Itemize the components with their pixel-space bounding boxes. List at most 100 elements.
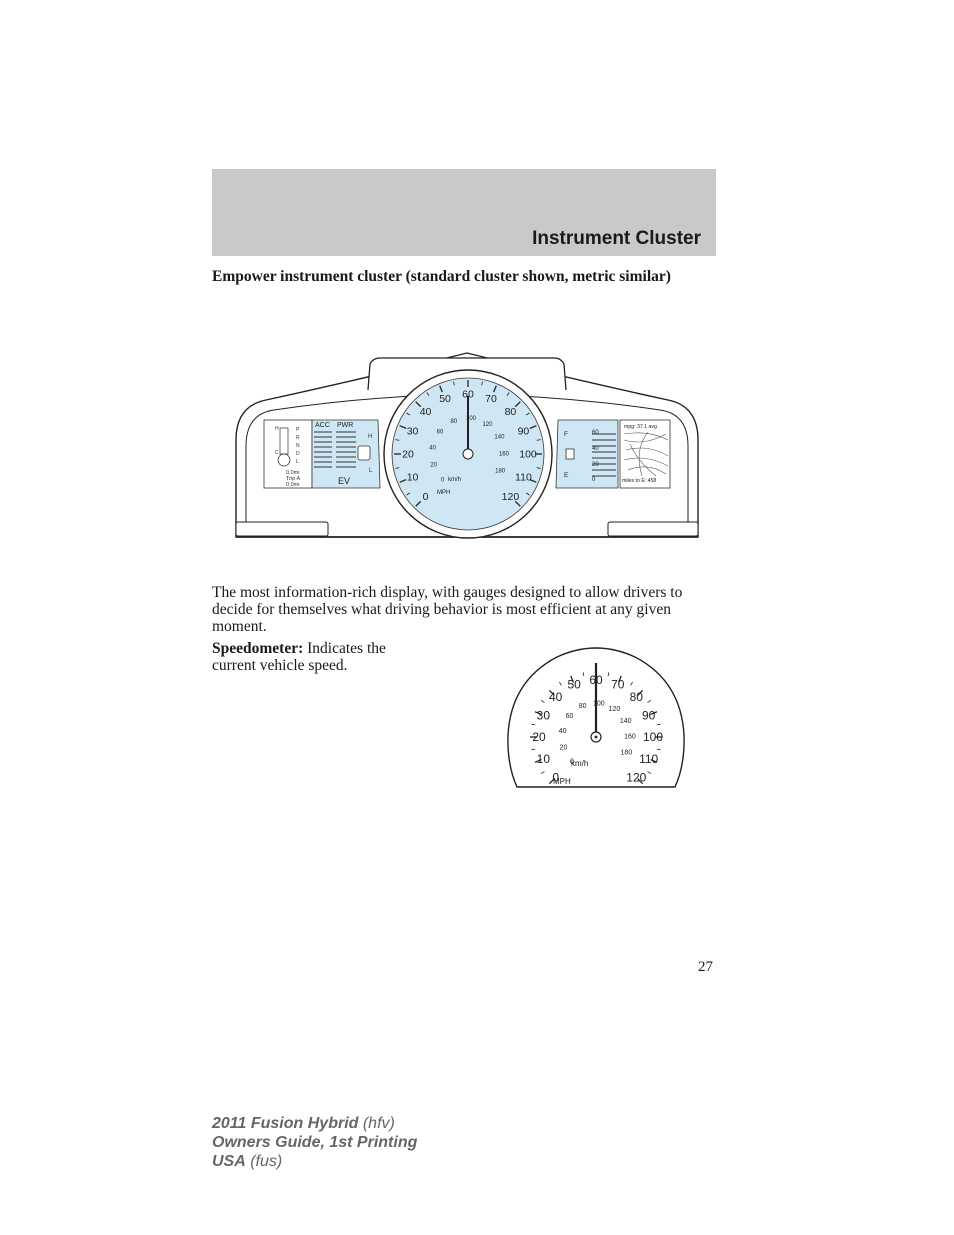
detail-kmh-label-140: 140 [620,718,632,725]
cluster-kmh-label-60: 60 [437,430,444,436]
detail-kmh-label-100: 100 [593,701,605,708]
detail-mph-label-120: 120 [626,771,646,785]
cluster-mph-tick [529,479,537,483]
cluster-kmh-label-100: 100 [466,416,477,422]
mpg-scale-60: 60 [592,430,599,436]
odometer-trip-label: Trip A [286,476,300,482]
battery-icon [357,445,371,461]
cluster-mph-label-60: 60 [462,389,474,401]
speedometer-illustration: 0102030405060708090100110120020406080100… [507,647,685,788]
detail-kmh-label-0: 0 [570,758,574,765]
bottom-left-slot [235,521,329,537]
cluster-mph-tick [395,467,400,469]
temp-high-label: H [275,426,279,432]
cluster-mph-label-120: 120 [502,491,520,503]
detail-kmh-label-160: 160 [624,734,636,741]
detail-kmh-label-40: 40 [559,728,567,735]
cluster-mph-label-40: 40 [420,406,432,418]
odometer-trip-value: 0.0mi [286,482,299,488]
figure-subheading: Empower instrument cluster (standard clu… [212,268,671,285]
cluster-mph-label-10: 10 [407,472,419,484]
footer-market-code: (fus) [245,1153,283,1170]
battery-high-label: H [368,434,372,440]
detail-mph-tick [558,681,562,686]
detail-mph-tick [534,758,542,763]
cluster-mph-tick [439,385,443,393]
temp-gauge-bulb [277,453,291,467]
mpg-scale: 60 40 20 0 [592,430,599,483]
gear-indicator: P R N D L [296,427,300,465]
cluster-mph-tick [506,392,510,397]
detail-mph-tick [647,771,652,775]
detail-mph-label-30: 30 [537,708,551,722]
mpg-scale-0: 0 [592,477,596,483]
detail-mph-tick [582,672,585,677]
detail-kmh-label-20: 20 [560,744,568,751]
pwr-bars [336,431,356,468]
detail-mph-tick [647,699,652,703]
temp-gauge-bar [279,427,289,455]
ev-label: EV [338,476,350,486]
cluster-mph-tick [415,500,422,507]
detail-mph-label-80: 80 [630,690,644,704]
detail-kmh-label-80: 80 [579,703,587,710]
cluster-mph-label-80: 80 [505,406,517,418]
detail-mph-tick [531,723,536,726]
detail-kmh-label-120: 120 [609,706,621,713]
cluster-mph-tick [406,412,411,416]
detail-mph-label: MPH [553,777,571,786]
footer-edition: Owners Guide, 1st Printing [212,1134,418,1151]
detail-mph-tick [540,699,545,703]
bottom-right-slot [607,521,699,537]
detail-mph-label-0: 0 [552,771,559,785]
speedometer-description: Speedometer: Indicates the current vehic… [212,640,432,674]
temp-cold-label: C [275,450,279,456]
cluster-mph-label: MPH [437,490,450,496]
odometer-total: 0.0mi [286,470,299,476]
detail-mph-tick [570,675,575,683]
detail-mph-tick [650,711,658,716]
cluster-mph-label-20: 20 [402,449,414,461]
intro-paragraph: The most information-rich display, with … [212,584,683,635]
right-info-panel [619,419,671,489]
detail-mph-label-100: 100 [643,730,663,744]
detail-mph-label-50: 50 [568,678,582,692]
cluster-mph-tick [395,439,400,441]
detail-kmh-label-60: 60 [566,713,574,720]
footer-model-code: (hfv) [358,1115,395,1132]
cluster-needle-hub [462,448,474,460]
cluster-mph-tick [536,467,541,469]
cluster-mph-tick [525,492,530,496]
section-title: Instrument Cluster [532,228,701,249]
odometer-readout: 0.0mi Trip A 0.0mi [286,470,300,488]
detail-mph-tick [637,778,644,785]
instrument-cluster-illustration: H C P R N D L 0.0mi Trip A 0.0mi ACC PWR… [235,352,699,539]
page-number: 27 [698,959,713,975]
detail-mph-label-70: 70 [611,678,625,692]
detail-mph-tick [548,778,555,785]
fuel-pump-icon [565,448,575,460]
cluster-kmh-label-180: 180 [495,468,506,474]
detail-mph-tick [534,711,542,716]
cluster-kmh-label: km/h [448,477,461,483]
detail-mph-tick [617,675,622,683]
cluster-kmh-label-40: 40 [429,445,436,451]
cluster-mph-label-50: 50 [439,393,451,405]
cluster-kmh-label-120: 120 [482,422,493,428]
gear-r: R [296,435,300,441]
detail-mph-label-90: 90 [642,708,656,722]
detail-mph-tick [548,689,555,696]
cluster-mph-tick [525,412,530,416]
cluster-mph-label-90: 90 [518,426,530,438]
cluster-mph-tick [453,381,455,386]
footer-model: 2011 Fusion Hybrid [212,1115,359,1132]
cluster-mph-tick [415,401,422,408]
fuel-panel [555,419,619,489]
cluster-kmh-label-20: 20 [430,463,437,469]
speedometer-term: Speedometer: [212,640,304,657]
cluster-mph-tick [529,425,537,429]
acc-bars [314,431,332,468]
footer-market: USA [212,1153,246,1170]
document-footer: 2011 Fusion Hybrid (hfv) Owners Guide, 1… [212,1114,417,1171]
cluster-mph-label-110: 110 [515,472,532,484]
